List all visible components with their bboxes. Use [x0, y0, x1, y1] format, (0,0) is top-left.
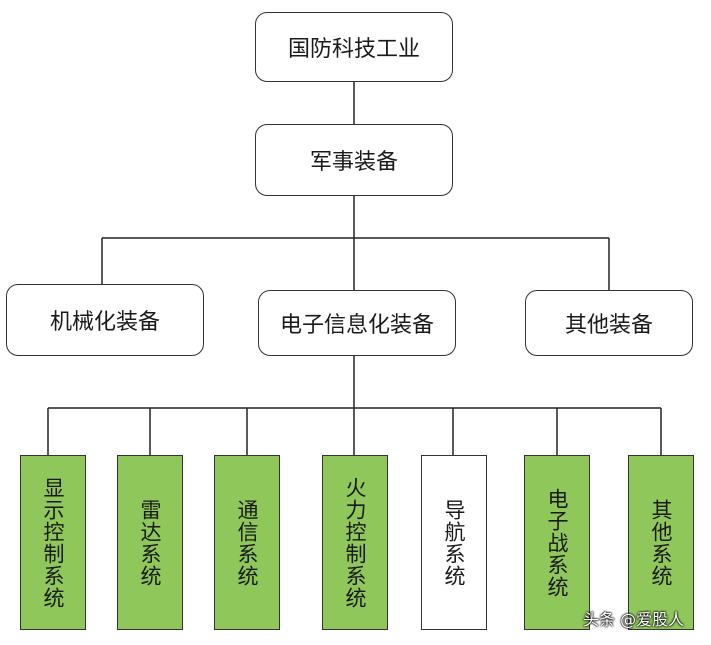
node-root: 国防科技工业: [255, 12, 453, 82]
node-military-equipment: 军事装备: [255, 124, 453, 196]
watermark-text: 头条 @爱股人: [583, 610, 685, 629]
node-other-system: 其他系统: [628, 455, 694, 630]
node-display-control-system: 显示控制系统: [20, 455, 86, 630]
node-other-equipment: 其他装备: [525, 290, 693, 356]
node-radar-system: 雷达系统: [117, 455, 183, 630]
node-electronic-info-equipment: 电子信息化装备: [258, 290, 456, 356]
node-mechanized-equipment: 机械化装备: [6, 284, 204, 356]
node-navigation-system: 导航系统: [421, 455, 487, 630]
node-fire-control-system: 火力控制系统: [322, 455, 388, 630]
node-communication-system: 通信系统: [214, 455, 280, 630]
node-electronic-warfare-system: 电子战系统: [524, 455, 590, 630]
